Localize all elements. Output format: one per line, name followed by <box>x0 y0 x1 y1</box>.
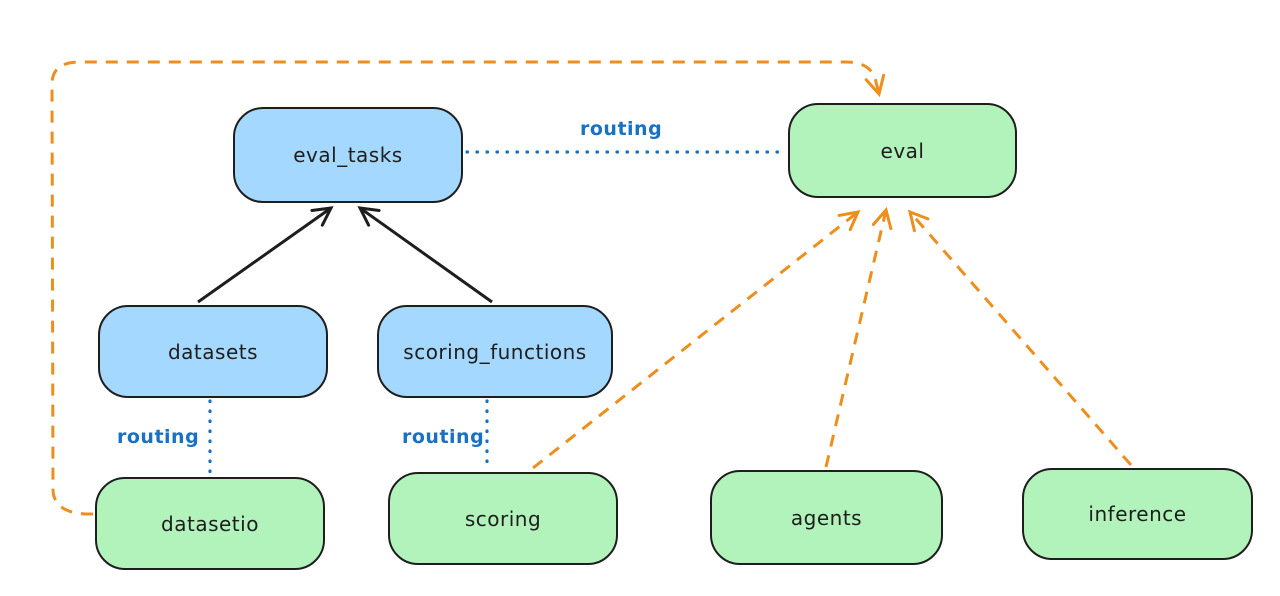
node-inference-label: inference <box>1088 502 1187 526</box>
node-eval: eval <box>788 103 1017 198</box>
node-scoring-functions: scoring_functions <box>377 305 613 398</box>
node-datasets: datasets <box>98 305 328 398</box>
node-datasetio: datasetio <box>95 477 325 570</box>
node-agents-label: agents <box>790 505 863 530</box>
routing-label-eval-tasks-eval: routing <box>580 118 663 140</box>
edge-scoring-to-eval <box>532 210 861 470</box>
node-agents: agents <box>710 470 943 565</box>
node-scoring-label: scoring <box>464 506 542 531</box>
edge-datasetio-to-eval-loop <box>50 60 886 516</box>
node-datasetio-label: datasetio <box>161 511 259 536</box>
routing-label-scoring-functions-scoring: routing <box>402 426 485 448</box>
node-eval-tasks-label: eval_tasks <box>293 143 403 167</box>
node-scoring-functions-label: scoring_functions <box>403 339 587 364</box>
edge-datasets-to-eval-tasks <box>197 206 334 304</box>
routing-label-datasets-datasetio: routing <box>117 426 200 448</box>
node-eval-label: eval <box>880 138 925 163</box>
edge-agents-to-eval <box>824 206 893 468</box>
node-scoring: scoring <box>388 472 618 565</box>
node-datasets-label: datasets <box>167 339 259 364</box>
node-inference: inference <box>1022 468 1253 560</box>
edge-inference-to-eval <box>907 209 1133 466</box>
edge-scoring-functions-to-eval-tasks <box>357 206 493 304</box>
node-eval-tasks: eval_tasks <box>233 107 463 203</box>
